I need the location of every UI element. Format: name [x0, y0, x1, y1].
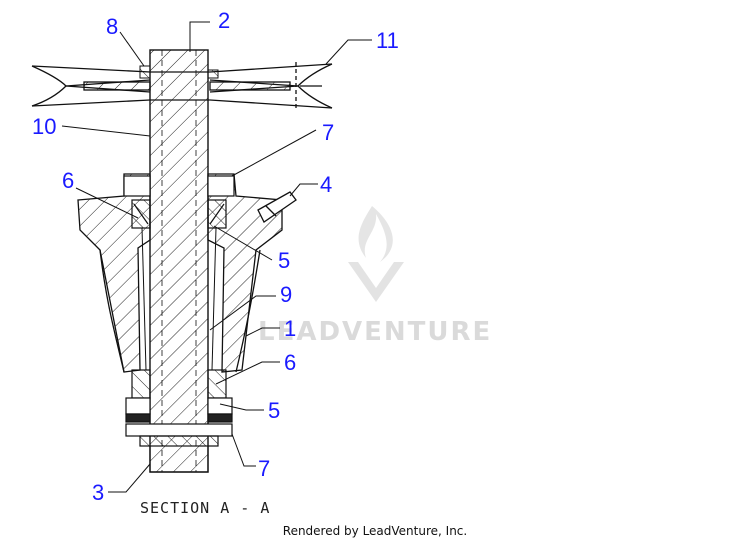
callout-6-top: 6 — [62, 168, 74, 193]
watermark-text: LEADVENTURE — [258, 317, 492, 347]
spindle-shaft — [149, 49, 209, 473]
render-credit: Rendered by LeadVenture, Inc. — [282, 524, 468, 538]
callout-10: 10 — [32, 114, 56, 139]
top-bearings — [123, 175, 235, 229]
callout-4: 4 — [320, 172, 332, 197]
callout-1: 1 — [284, 316, 296, 341]
callout-8: 8 — [106, 14, 118, 39]
spacer-tube — [141, 227, 217, 371]
callout-5-top: 5 — [278, 248, 290, 273]
section-label: SECTION A - A — [140, 499, 270, 517]
callout-7-top: 7 — [322, 120, 334, 145]
bottom-bearings — [125, 369, 233, 423]
callout-7-bottom: 7 — [258, 456, 270, 481]
pulley — [31, 62, 333, 110]
callout-6-bottom: 6 — [284, 350, 296, 375]
callout-3: 3 — [92, 480, 104, 505]
callout-labels: 8 2 11 10 7 6 4 5 9 1 6 5 7 3 — [32, 8, 399, 505]
callout-9: 9 — [280, 282, 292, 307]
callout-5-bottom: 5 — [268, 398, 280, 423]
leadventure-watermark: LEADVENTURE — [258, 206, 492, 347]
bottom-hub — [125, 423, 233, 473]
callout-11: 11 — [376, 28, 399, 53]
leader-lines — [61, 21, 372, 493]
callout-2: 2 — [218, 8, 230, 33]
